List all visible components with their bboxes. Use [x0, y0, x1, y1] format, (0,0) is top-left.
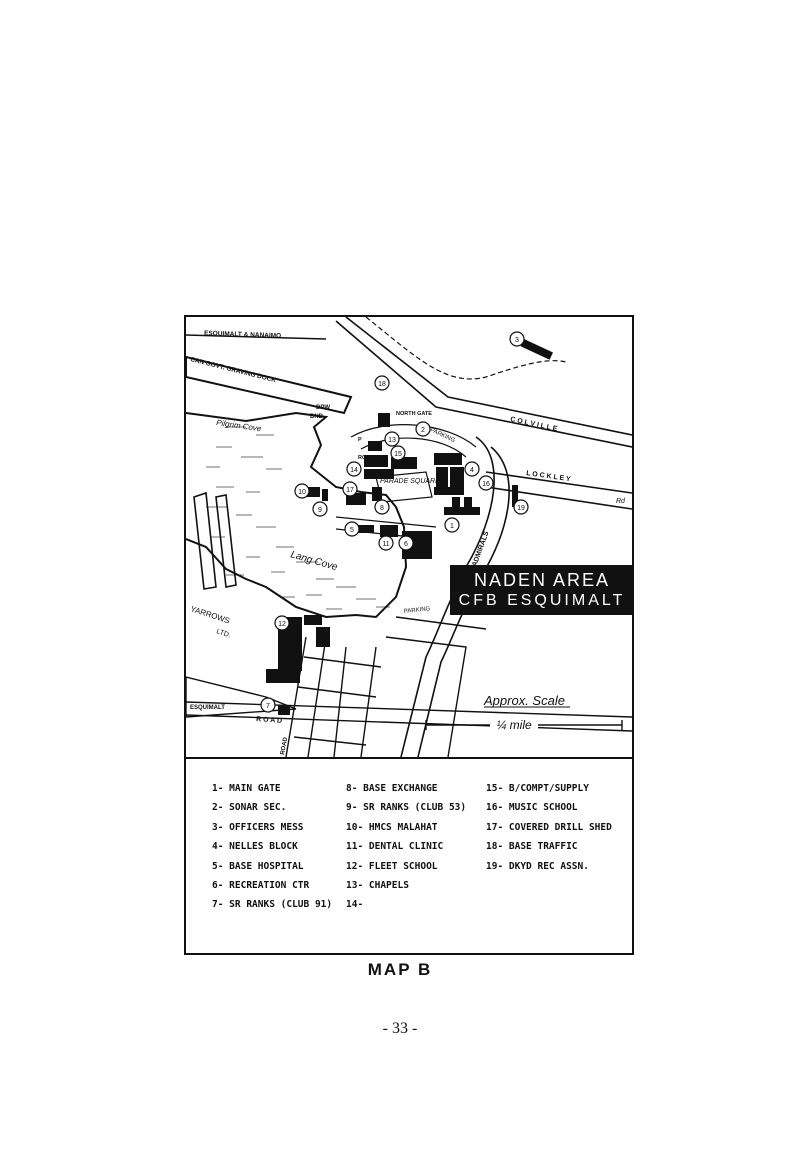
legend-item: 15- B/COMPT/SUPPLY	[486, 783, 589, 794]
marker-10: 10	[298, 489, 306, 496]
lockley-road	[485, 471, 632, 510]
jetties	[193, 491, 237, 590]
ltd-label: LTD.	[215, 628, 231, 639]
parade-square-outline	[375, 471, 433, 503]
marker-13: 13	[388, 437, 396, 444]
legend-item: 11- DENTAL CLINIC	[346, 841, 444, 853]
legend-item: 4- NELLES BLOCK	[212, 841, 298, 853]
lang-cove-label: Lang Cove	[289, 549, 339, 573]
marker-6: 6	[404, 541, 408, 548]
legend-item: 16- MUSIC SCHOOL	[486, 802, 578, 814]
legend-column-2: 8- BASE EXCHANGE 9- SR RANKS (CLUB 53) 1…	[346, 783, 466, 919]
marker-3: 3	[515, 337, 519, 344]
parking-label-2: PARKING	[404, 606, 431, 615]
p-label: P	[358, 437, 362, 443]
road-label: R O A D	[256, 716, 282, 725]
marker-numbers: 3 2 13 18 15 14 4 16 19 10 9 17 8 1 5 11…	[266, 337, 525, 710]
legend-item: 9- SR RANKS (CLUB 53)	[346, 802, 467, 814]
map-caption: MAP B	[367, 960, 433, 979]
graving-dock	[186, 355, 353, 415]
legend-item: 14-	[346, 899, 364, 911]
marker-11: 11	[382, 541, 389, 548]
map-frame: 3 2 13 18 15 14 4 16 19 10 9 17 8 1 5 11…	[184, 315, 634, 955]
map-title-line2: CFB ESQUIMALT	[458, 591, 626, 609]
parade-square-label: PARADE SQUARE	[380, 478, 440, 485]
legend-item: 3- OFFICERS MESS	[212, 821, 304, 833]
marker-2: 2	[421, 427, 425, 434]
scale-bar-gap	[490, 717, 538, 731]
map-panel: 3 2 13 18 15 14 4 16 19 10 9 17 8 1 5 11…	[186, 317, 632, 759]
legend-column-1: 1- MAIN GATE 2- SONAR SEC. 3- OFFICERS M…	[212, 783, 332, 919]
rd-label: Rd	[616, 498, 626, 505]
legend-item: 18- BASE TRAFFIC	[486, 841, 578, 853]
legend-column-3: 15- B/COMPT/SUPPLY 16- MUSIC SCHOOL 17- …	[486, 783, 612, 880]
city-grid	[186, 616, 632, 757]
marker-1: 1	[450, 523, 454, 530]
map-drawing: 3 2 13 18 15 14 4 16 19 10 9 17 8 1 5 11…	[186, 317, 632, 757]
marker-circles	[260, 331, 529, 713]
page-number: - 33 -	[382, 1020, 418, 1037]
legend-item: 17- COVERED DRILL SHED	[486, 821, 612, 833]
legend-item: 8- BASE EXCHANGE	[346, 783, 438, 794]
marker-8: 8	[380, 505, 384, 512]
legend-item: 10- HMCS MALAHAT	[346, 821, 438, 833]
marker-16: 16	[482, 481, 490, 488]
marker-12: 12	[278, 621, 286, 628]
yarrows-boundary	[186, 676, 297, 718]
map-legend: 1- MAIN GATE 2- SONAR SEC. 3- OFFICERS M…	[186, 757, 632, 953]
scale-label: Approx. Scale	[483, 693, 565, 708]
railway-label: ESQUIMALT & NANAIMO	[204, 330, 281, 340]
legend-item: 13- CHAPELS	[346, 879, 409, 891]
marker-5: 5	[350, 527, 354, 534]
dpw-label: DPW	[316, 405, 330, 411]
side-road-label: ROAD	[280, 736, 289, 755]
esquimalt-road-label: ESQUIMALT	[190, 705, 225, 711]
buildings	[266, 339, 554, 715]
legend-item: 12- FLEET SCHOOL	[346, 860, 438, 872]
railway-line	[186, 334, 327, 340]
legend-item: 19- DKYD REC ASSN.	[486, 860, 589, 872]
marker-14: 14	[350, 467, 358, 474]
map-title-line1: NADEN AREA	[473, 569, 611, 590]
colville-road	[335, 317, 632, 448]
marker-19: 19	[517, 505, 525, 512]
admirals-label: ADMIRALS	[471, 530, 490, 567]
marker-9: 9	[318, 507, 322, 514]
legend-item: 6- RECREATION CTR	[212, 879, 310, 891]
legend-item: 1- MAIN GATE	[212, 783, 281, 794]
inner-roads	[335, 424, 477, 540]
legend-item: 2- SONAR SEC.	[212, 802, 287, 814]
map-title-box: NADEN AREA CFB ESQUIMALT	[450, 565, 632, 615]
rc-label: RC	[358, 455, 366, 461]
marker-15: 15	[394, 451, 402, 458]
legend-item: 7- SR RANKS (CLUB 91)	[212, 899, 333, 911]
dnd-label: DND	[310, 414, 324, 420]
marker-18: 18	[378, 381, 386, 388]
scale-value: ¼ mile	[496, 718, 532, 732]
yarrows-label: YARROWS	[189, 604, 231, 625]
marker-4: 4	[470, 467, 474, 474]
north-gate-label: NORTH GATE	[396, 411, 432, 417]
legend-item: 5- BASE HOSPITAL	[212, 860, 304, 872]
marker-7: 7	[266, 703, 270, 710]
marker-17: 17	[346, 487, 354, 494]
